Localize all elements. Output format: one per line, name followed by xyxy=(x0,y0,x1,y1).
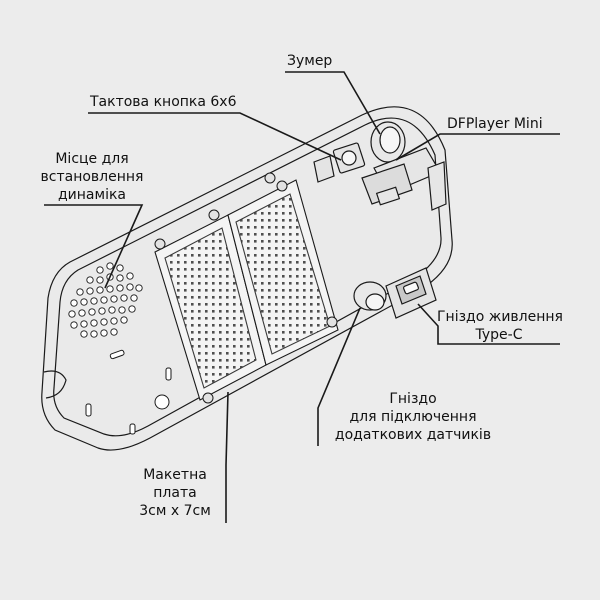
breadboard-label: Макетна плата 3см х 7см xyxy=(124,466,226,520)
sensor-label-line2: для підключення xyxy=(349,409,477,425)
speaker-label-line3: динаміка xyxy=(58,187,126,203)
sensor-label-line3: додаткових датчиків xyxy=(334,427,492,443)
tact-button-label: Тактова кнопка 6х6 xyxy=(90,94,237,110)
sensor-socket-label: Гніздо для підключення додаткових датчик… xyxy=(316,390,510,444)
breadboard-label-line1: Макетна xyxy=(143,467,207,483)
buzzer-label: Зумер xyxy=(287,53,333,69)
typec-socket xyxy=(385,267,437,319)
body-slots xyxy=(85,349,172,435)
speaker-label-line2: встановлення xyxy=(40,169,144,185)
speaker-label: Місце для встановлення динаміка xyxy=(40,150,144,204)
tact-button xyxy=(313,142,366,183)
breadboard-posts xyxy=(154,172,338,404)
leader-lines xyxy=(44,71,560,523)
breadboard-label-line2: плата xyxy=(153,485,197,501)
dfplayer-module xyxy=(361,147,447,211)
sensor-jack xyxy=(353,281,387,311)
breadboard-label-line3: 3см х 7см xyxy=(139,503,211,519)
power-label-line2: Type-C xyxy=(475,327,523,343)
power-label-line1: Гніздо живлення xyxy=(437,309,563,325)
dfplayer-label: DFPlayer Mini xyxy=(447,116,543,132)
speaker-label-line1: Місце для xyxy=(55,151,129,167)
speaker-grille xyxy=(68,262,143,338)
sensor-label-line1: Гніздо xyxy=(389,391,437,407)
power-socket-label: Гніздо живлення Type-C xyxy=(437,308,563,344)
